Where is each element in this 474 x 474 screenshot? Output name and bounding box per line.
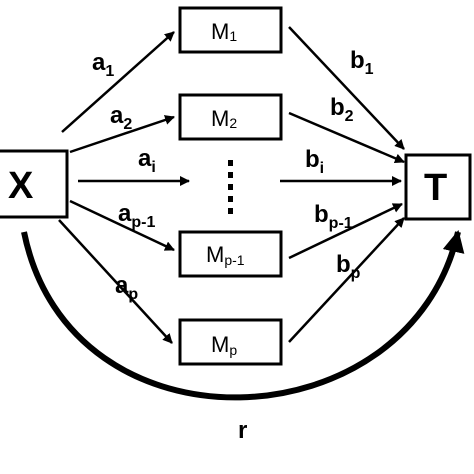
node-m1-label: M1 xyxy=(211,19,237,44)
arrow-bp xyxy=(288,217,405,343)
ellipsis-dots xyxy=(228,160,233,214)
node-mp-sub: p xyxy=(229,342,237,358)
node-x-box xyxy=(0,149,69,219)
label-b2-main: b xyxy=(330,94,345,121)
label-a1-main: a xyxy=(92,49,106,76)
label-a2-main: a xyxy=(110,102,124,129)
label-bi-sub: i xyxy=(320,160,324,177)
label-ap1-sub: p-1 xyxy=(131,214,155,231)
arrow-ap1 xyxy=(69,199,175,252)
node-t-box xyxy=(404,153,472,221)
node-x-label: X xyxy=(8,165,34,207)
label-ap1: ap-1 xyxy=(118,200,155,231)
label-b2: b2 xyxy=(330,94,354,125)
node-mp1-sub: p-1 xyxy=(224,252,244,268)
node-t-label: T xyxy=(424,167,447,209)
node-mp1-box xyxy=(178,230,283,278)
label-a1-sub: 1 xyxy=(105,63,114,80)
node-m1-main: M xyxy=(211,19,229,44)
label-bp1-sub: p-1 xyxy=(329,215,353,232)
label-ai-main: a xyxy=(138,145,152,172)
label-a2-sub: 2 xyxy=(123,116,132,133)
arrow-a2 xyxy=(69,115,175,154)
node-m1-box xyxy=(178,6,283,54)
label-bi: bi xyxy=(305,146,324,177)
label-bp-main: b xyxy=(336,251,351,278)
label-b1-main: b xyxy=(350,47,365,74)
node-m1-sub: 1 xyxy=(229,28,237,44)
node-mp1-label: Mp-1 xyxy=(206,242,245,268)
node-m2-box xyxy=(178,93,283,141)
node-mp-label: Mp xyxy=(211,332,237,358)
label-r: r xyxy=(238,417,247,444)
label-b1: b1 xyxy=(350,47,374,78)
arrow-bp1 xyxy=(288,202,403,260)
arrow-r xyxy=(21,230,465,401)
node-m2-sub: 2 xyxy=(229,115,237,131)
label-a2: a2 xyxy=(110,102,132,133)
label-ap-main: a xyxy=(115,272,129,299)
label-bp1-main: b xyxy=(314,201,329,228)
node-mp-main: M xyxy=(211,332,229,357)
label-ap: ap xyxy=(115,272,138,303)
arrow-b2 xyxy=(288,111,405,164)
label-ai: ai xyxy=(138,145,156,176)
label-a1: a1 xyxy=(92,49,114,80)
node-mp-box xyxy=(178,318,283,366)
label-bi-main: b xyxy=(305,146,320,173)
label-bp1: bp-1 xyxy=(314,201,353,232)
node-m2-label: M2 xyxy=(211,106,237,131)
arrow-a1 xyxy=(61,31,175,133)
label-ap1-main: a xyxy=(118,200,132,227)
label-ap-sub: p xyxy=(128,286,138,303)
node-mp1-main: M xyxy=(206,242,224,267)
label-bp: bp xyxy=(336,251,361,282)
label-b1-sub: 1 xyxy=(365,61,374,78)
label-bp-sub: p xyxy=(351,265,361,282)
node-m2-main: M xyxy=(211,106,229,131)
arrow-ap xyxy=(58,219,173,344)
arrow-b1 xyxy=(288,26,405,150)
label-b2-sub: 2 xyxy=(345,108,354,125)
label-ai-sub: i xyxy=(151,159,155,176)
